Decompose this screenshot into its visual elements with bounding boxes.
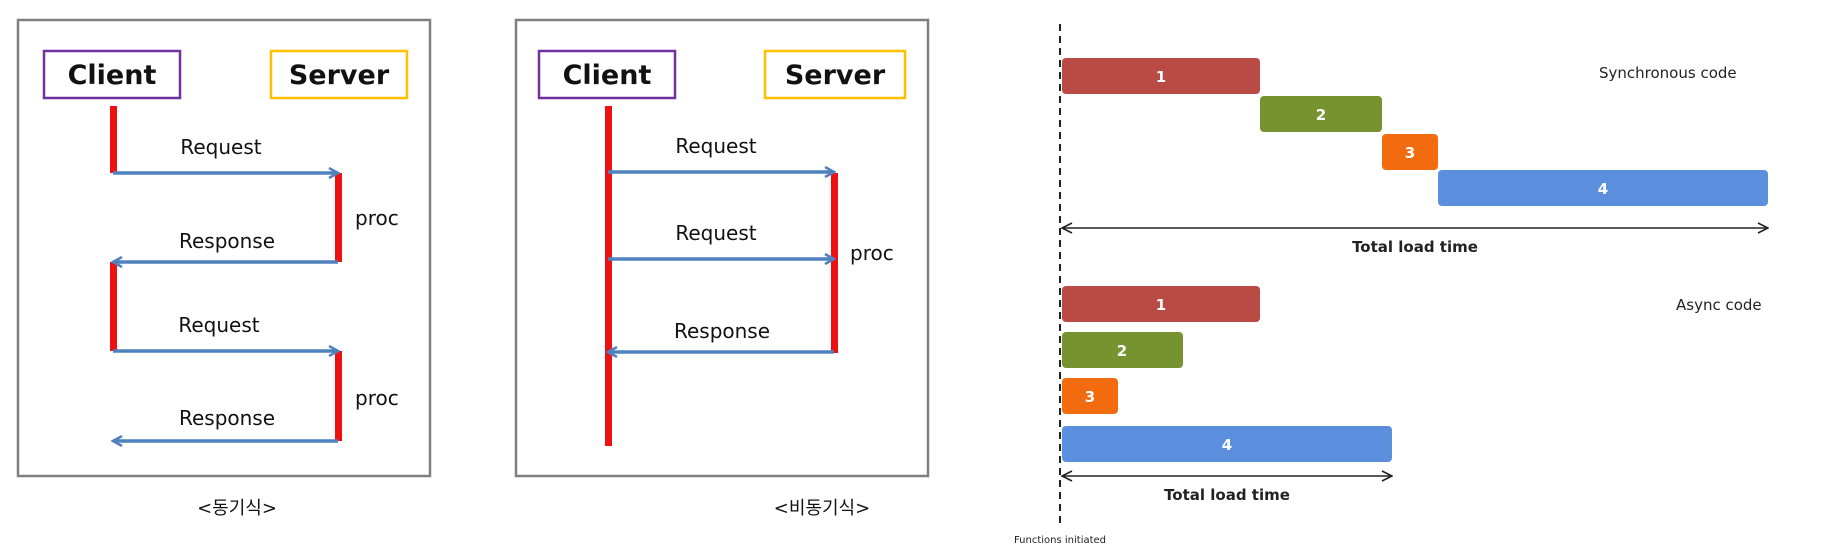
async-client-lifeline [605,106,612,446]
sync-client-active-2 [110,262,117,351]
async-total-label: Total load time [1164,486,1290,504]
sync-title: Synchronous code [1599,64,1737,82]
async-server-box [763,49,907,100]
sync-server-label: Server [289,60,390,91]
async-proc-label: proc [850,241,894,265]
sync-bar-4 [1438,170,1768,206]
async-bar-label-3: 3 [1085,388,1095,406]
async-bars: 1 2 3 4 [1062,286,1392,462]
sync-bar-label-4: 4 [1598,180,1608,198]
sync-bars: 1 2 3 4 [1062,58,1768,206]
async-response-label: Response [674,319,770,343]
async-bar-label-2: 2 [1117,342,1127,360]
async-caption: <비동기식> [774,498,870,519]
async-server-label: Server [785,60,886,91]
async-client-box [537,49,677,100]
async-bar-2 [1062,332,1183,368]
sync-response-label-1: Response [179,229,275,253]
sync-server-proc-1 [335,173,342,262]
sync-bar-2 [1260,96,1382,132]
sync-frame [16,18,432,478]
sync-bar-1 [1062,58,1260,94]
async-client-label: Client [563,60,652,91]
async-request-label-1: Request [675,134,756,158]
sync-bar-label-3: 3 [1405,144,1415,162]
async-title: Async code [1676,296,1762,314]
sync-bar-label-1: 1 [1156,68,1166,86]
sync-request-label-1: Request [180,135,261,159]
sync-diagram: Client Server Request Response Request R… [16,18,432,519]
sync-request-label-2: Request [178,313,259,337]
sync-response-label-2: Response [179,406,275,430]
sync-proc-label-2: proc [355,386,399,410]
start-label: Functions initiated [1014,535,1106,546]
async-bar-label-4: 4 [1222,436,1232,454]
sync-server-proc-2 [335,351,342,441]
sync-total-label: Total load time [1352,238,1478,256]
sync-bar-label-2: 2 [1316,106,1326,124]
sync-bar-3 [1382,134,1438,170]
sync-client-label: Client [68,60,157,91]
async-bar-1 [1062,286,1260,322]
sync-caption: <동기식> [197,498,277,519]
timeline-diagram: 1 2 3 4 Synchronous code Total load time… [1014,24,1768,546]
async-bar-3 [1062,378,1118,414]
async-bar-label-1: 1 [1156,296,1166,314]
async-diagram: Client Server Request Request Response p… [514,18,930,519]
sync-client-box [42,49,182,100]
sync-server-box [269,49,409,100]
async-frame [514,18,930,478]
async-request-label-2: Request [675,221,756,245]
async-server-proc [831,173,838,353]
sync-proc-label-1: proc [355,206,399,230]
sync-client-active-1 [110,106,117,173]
async-bar-4 [1062,426,1392,462]
